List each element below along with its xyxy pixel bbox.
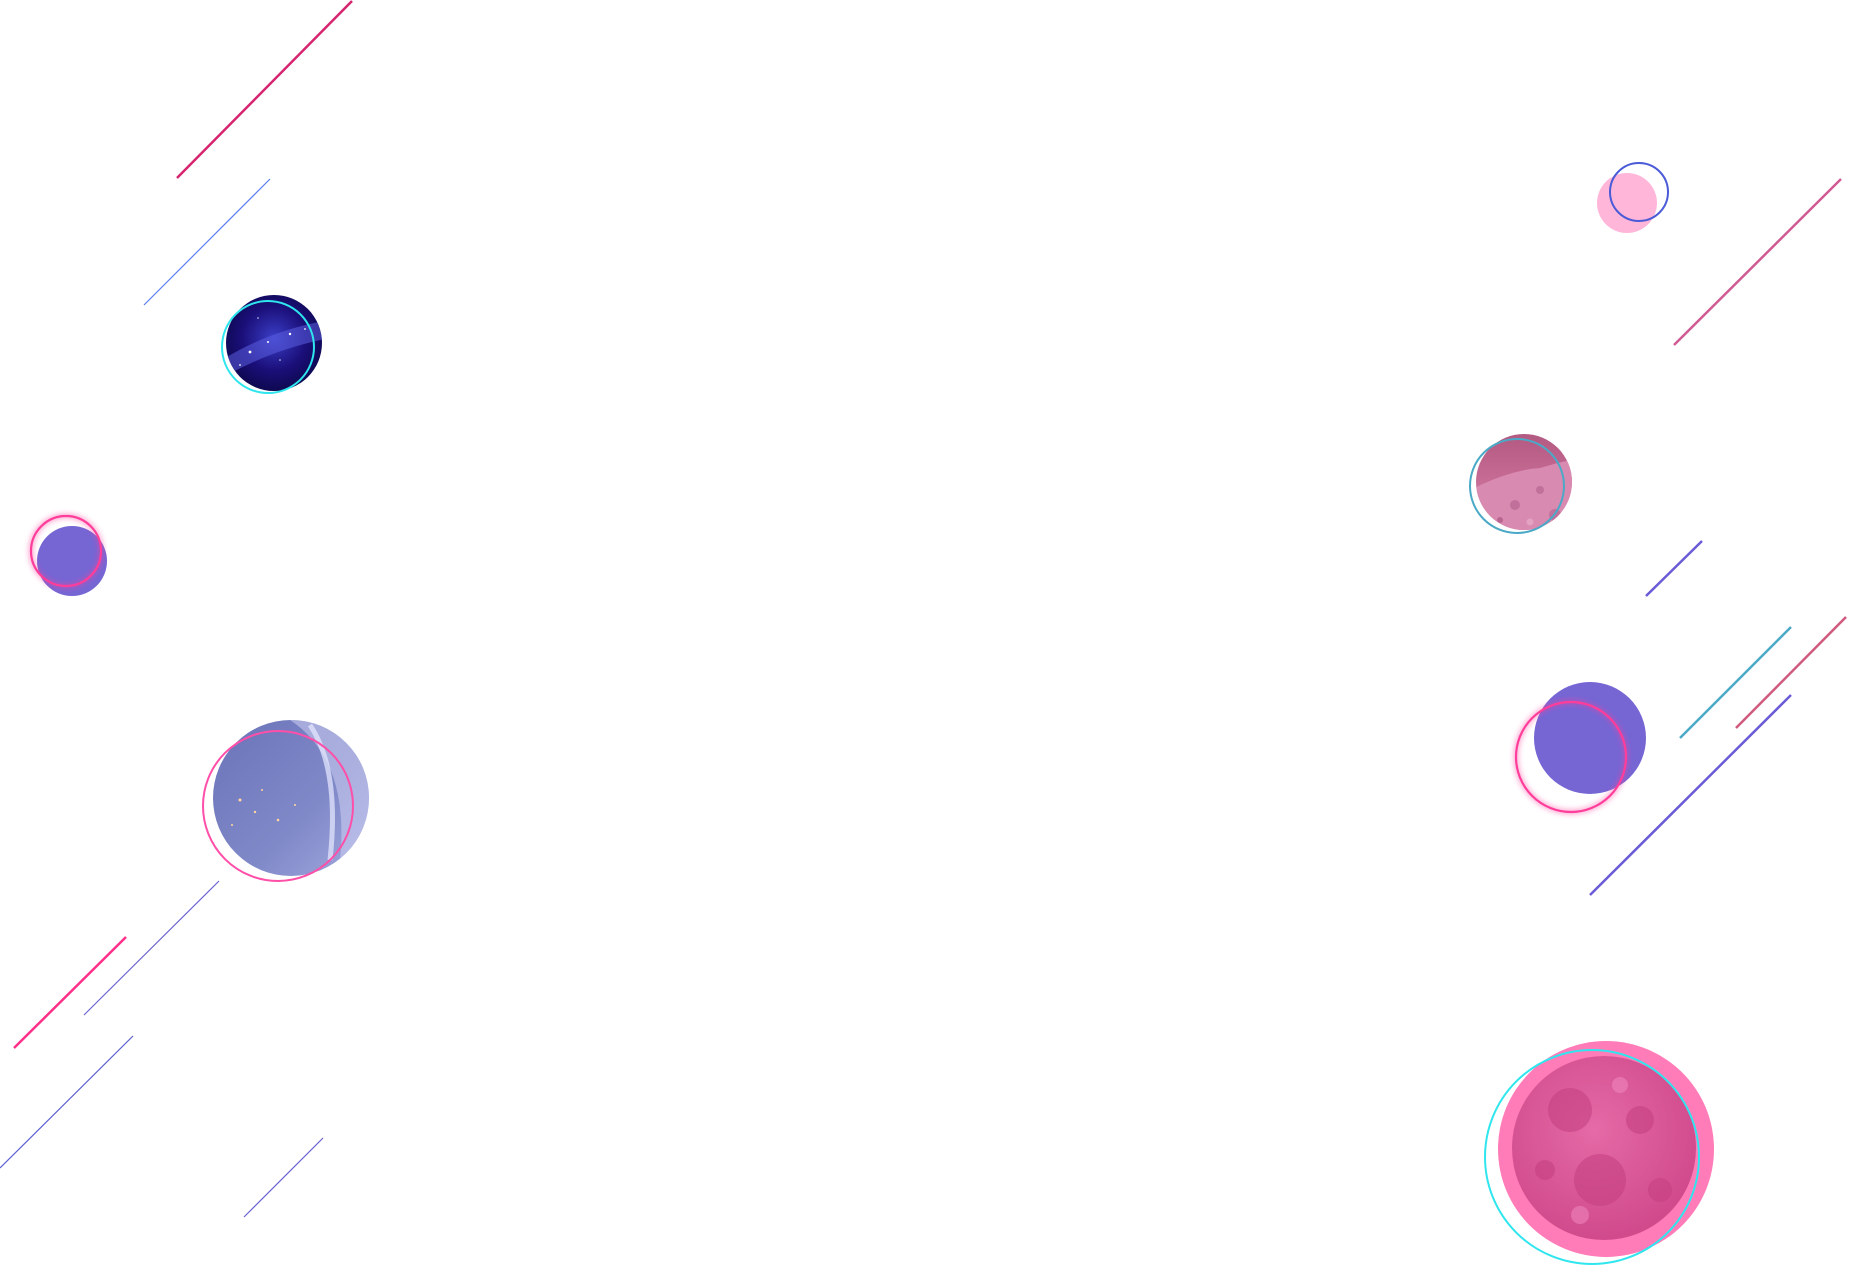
violet-orb-icon — [1514, 682, 1646, 814]
streak-line — [1679, 626, 1792, 739]
pink-moon-icon — [1484, 1041, 1714, 1265]
streak-line — [1673, 178, 1842, 346]
streak-line — [0, 1035, 134, 1169]
streak-line — [243, 1137, 324, 1218]
streak-line — [13, 936, 127, 1049]
streak-line — [83, 880, 220, 1016]
streak-line — [1735, 616, 1847, 729]
streak-line — [1589, 694, 1792, 896]
streak-line — [1645, 540, 1703, 597]
streak-line — [176, 0, 353, 179]
violet-orb-icon — [29, 514, 107, 596]
galaxy-planet-icon — [221, 295, 322, 394]
rocky-planet-icon — [1469, 434, 1572, 534]
pink-bubble-icon — [1597, 162, 1669, 233]
streak-line — [143, 178, 271, 306]
earth-planet-icon — [202, 720, 369, 882]
